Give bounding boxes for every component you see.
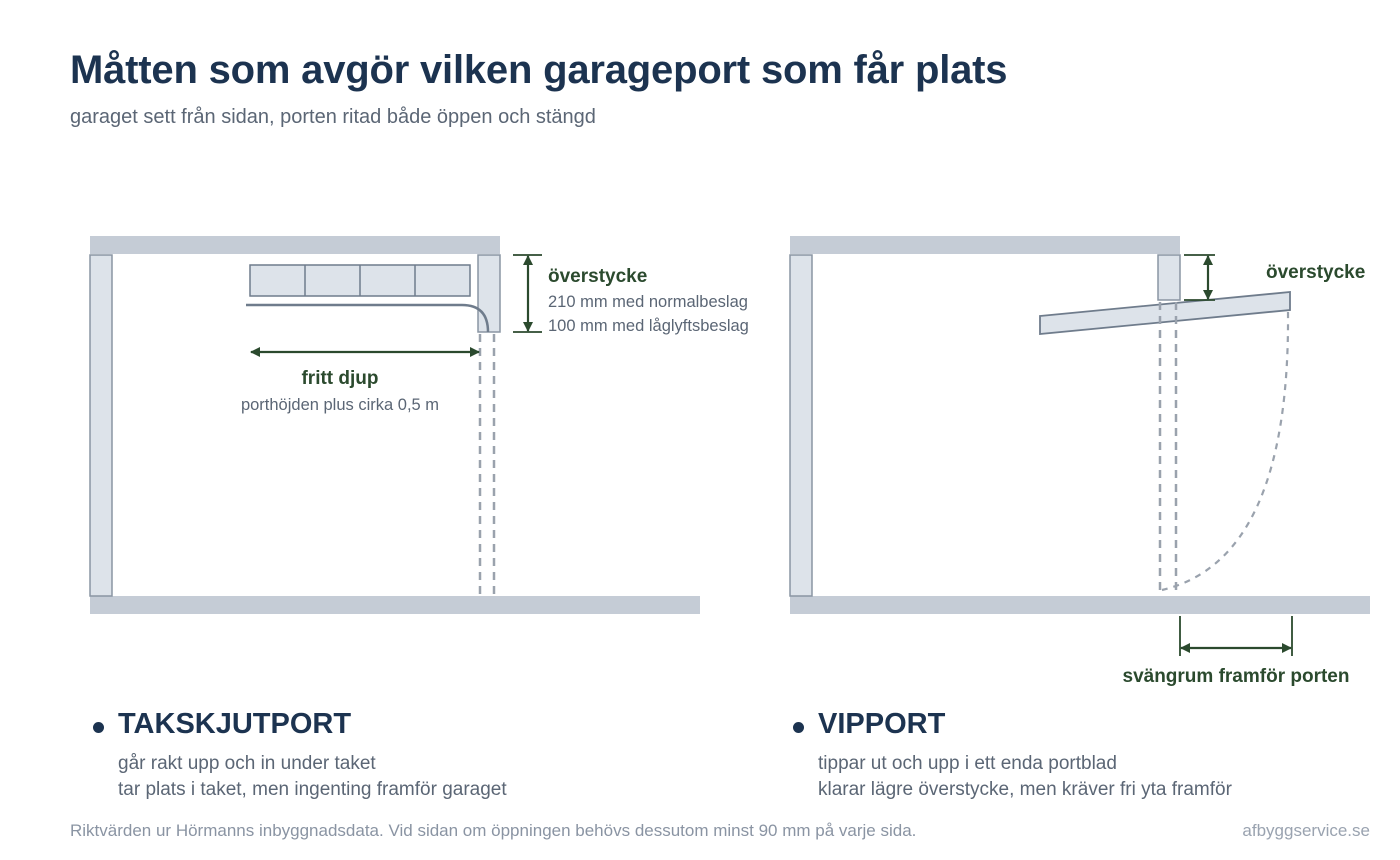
page-subtitle: garaget sett från sidan, porten ritad bå… — [70, 106, 596, 128]
swing-label: svängrum framför porten — [1123, 666, 1350, 687]
right-floor — [790, 596, 1370, 614]
left-header-label: överstycke — [548, 266, 647, 287]
right-garage-diagram: överstycke svängrum framför porten — [789, 236, 1370, 687]
left-ceiling — [90, 236, 500, 254]
left-header-lowlift: 100 mm med låglyftsbeslag — [548, 317, 749, 335]
left-back-wall — [89, 254, 113, 597]
left-floor — [90, 596, 700, 614]
takskjutport-desc-1: går rakt upp och in under taket — [118, 753, 376, 774]
page-title: Måtten som avgör vilken garageport som f… — [70, 48, 1008, 92]
depth-note: porthöjden plus cirka 0,5 m — [241, 396, 439, 414]
depth-label: fritt djup — [301, 368, 378, 389]
left-garage-diagram: överstycke 210 mm med normalbeslag 100 m… — [89, 236, 749, 614]
vipport-desc-1: tippar ut och upp i ett enda portblad — [818, 753, 1117, 774]
footer-brand: afbyggservice.se — [1242, 821, 1370, 840]
left-header-normal: 210 mm med normalbeslag — [548, 293, 748, 311]
bullet-dot — [93, 722, 104, 733]
footer-note: Riktvärden ur Hörmanns inbyggnadsdata. V… — [70, 821, 917, 840]
vipport-desc-2: klarar lägre överstycke, men kräver fri … — [818, 779, 1232, 800]
vipport-heading: VIPPORT — [818, 708, 946, 740]
ceiling-track — [246, 303, 490, 333]
takskjutport-desc-2: tar plats i taket, men ingenting framför… — [118, 779, 507, 800]
right-ceiling — [790, 236, 1180, 254]
bullet-dot — [793, 722, 804, 733]
takskjutport-heading: TAKSKJUTPORT — [118, 708, 352, 740]
swing-arc — [1161, 311, 1290, 592]
right-back-wall — [789, 254, 813, 597]
right-header-lintel — [1157, 254, 1181, 301]
stored-door-panels — [249, 264, 471, 297]
right-header-label: överstycke — [1266, 262, 1365, 283]
left-header-lintel — [477, 254, 501, 333]
